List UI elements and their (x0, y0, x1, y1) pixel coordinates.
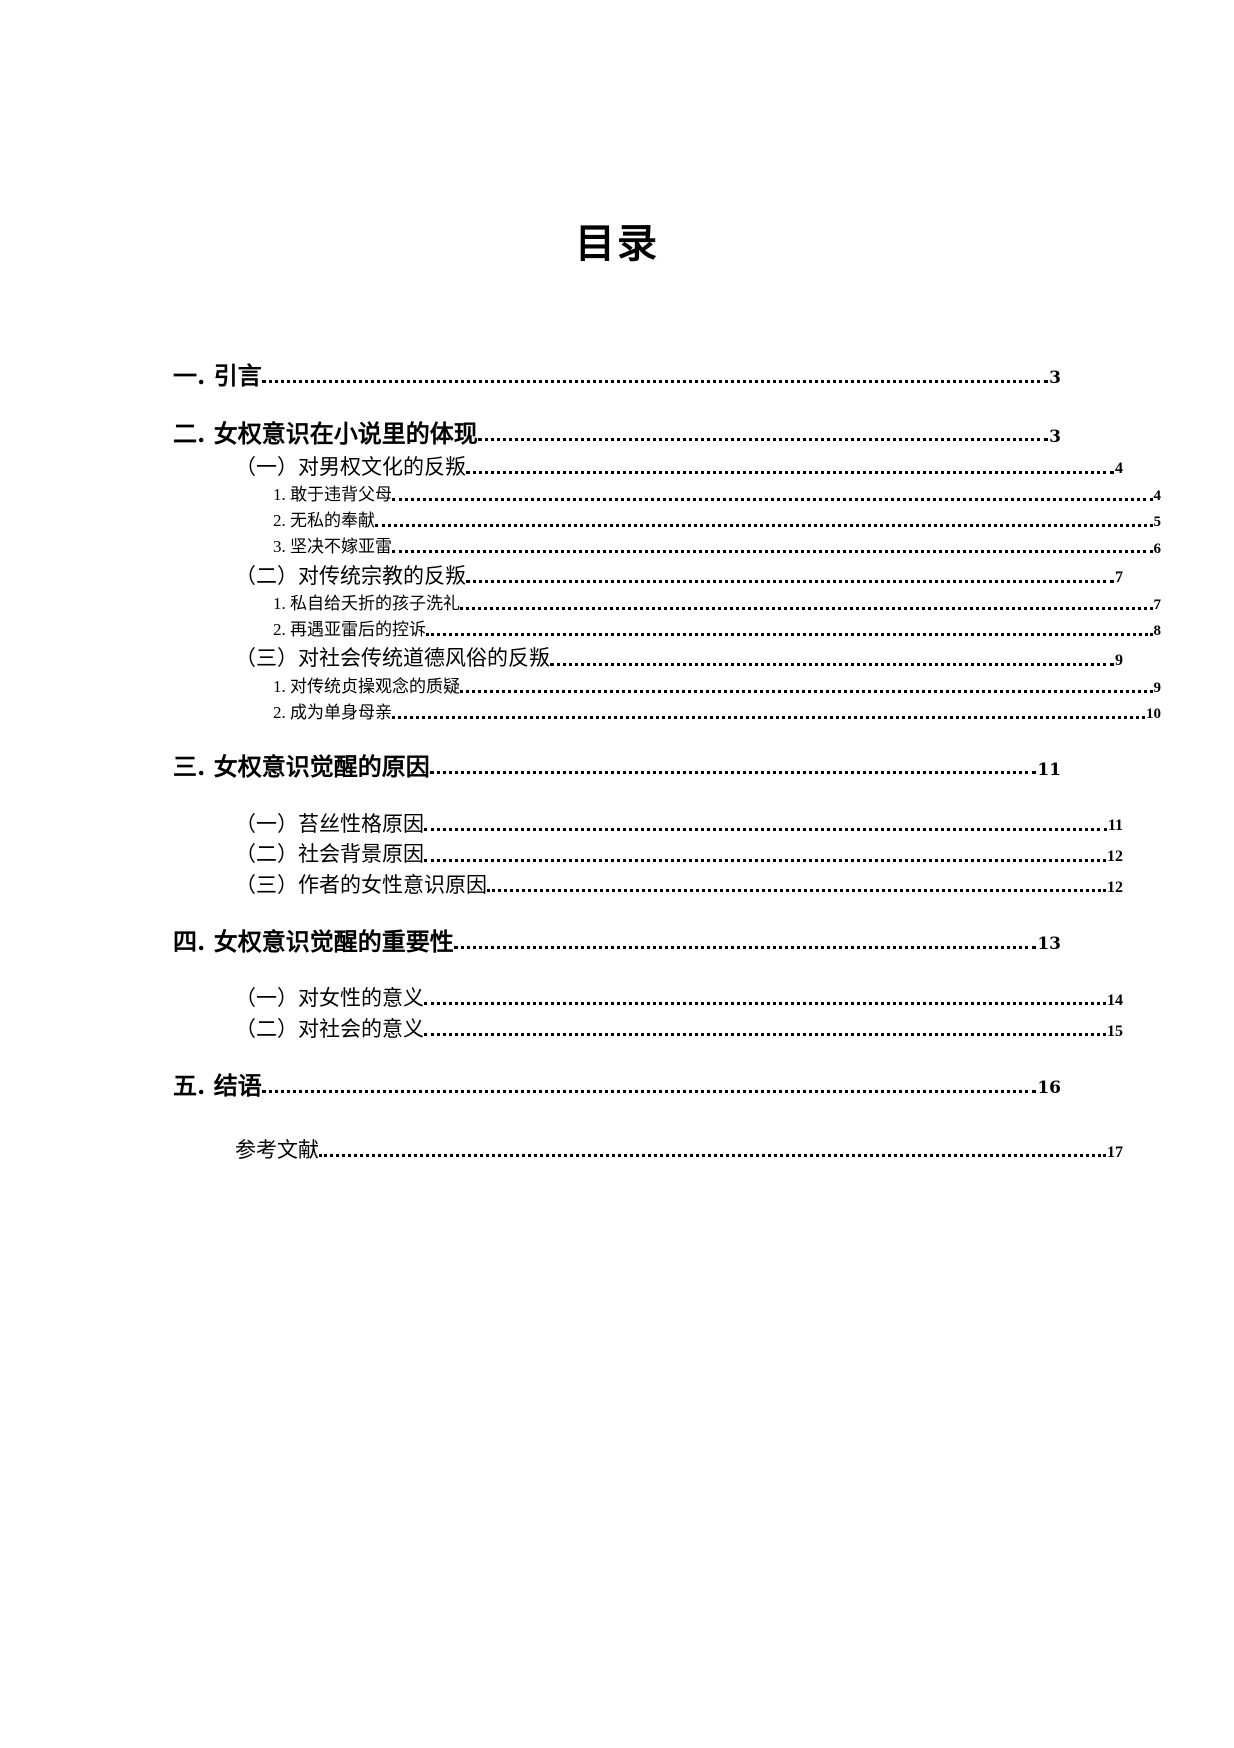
toc-entry-label: （二）对社会的意义 (235, 1016, 424, 1041)
toc-entry-label: 四. 女权意识觉醒的重要性 (173, 926, 454, 956)
toc-entry[interactable]: 二. 女权意识在小说里的体现 3 (173, 419, 1061, 449)
toc-leader-dots (392, 706, 1145, 723)
toc-leader-dots (424, 846, 1106, 867)
toc-entry-label: 1. 私自给夭折的孩子洗礼 (273, 594, 460, 614)
toc-leader-dots (392, 541, 1153, 558)
toc-entry[interactable]: 2. 再遇亚雷后的控诉 8 (173, 620, 1161, 640)
toc-entry[interactable]: 1. 私自给夭折的孩子洗礼 7 (173, 594, 1161, 614)
toc-entry-label: 三. 女权意识觉醒的原因 (173, 752, 430, 782)
toc-leader-dots (453, 932, 1037, 956)
toc-entry-page-number: 5 (1153, 514, 1162, 531)
toc-entry-page-number: 15 (1107, 1022, 1123, 1040)
toc-entry-page-number: 12 (1107, 848, 1123, 866)
toc-entry[interactable]: 3. 坚决不嫁亚雷 6 (173, 537, 1161, 557)
toc-entry-label: （二）社会背景原因 (235, 842, 424, 867)
toc-entry-label: （二）对传统宗教的反叛 (235, 563, 466, 588)
toc-entry-label: （三）作者的女性意识原因 (235, 873, 487, 898)
toc-leader-dots (424, 990, 1106, 1011)
toc-entry[interactable]: 2. 成为单身母亲 10 (173, 703, 1161, 723)
toc-leader-dots (261, 366, 1049, 390)
toc-leader-dots (319, 1142, 1106, 1163)
toc-entry[interactable]: 一. 引言 3 (173, 361, 1061, 390)
toc-entry-page-number: 3 (1049, 426, 1061, 447)
toc-leader-dots (424, 815, 1107, 836)
toc-entry-page-number: 4 (1153, 488, 1162, 505)
toc-entry-label: 2. 再遇亚雷后的控诉 (273, 620, 426, 640)
toc-leader-dots (424, 1021, 1106, 1042)
toc-entry-page-number: 11 (1107, 817, 1123, 835)
toc-entry-page-number: 16 (1037, 1078, 1061, 1099)
toc-entry[interactable]: 五. 结语 16 (173, 1070, 1061, 1100)
toc-leader-dots (550, 650, 1114, 671)
toc-leader-dots (460, 597, 1153, 614)
toc-leader-dots (477, 425, 1049, 449)
toc-entry[interactable]: （三）对社会传统道德风俗的反叛 9 (173, 646, 1123, 671)
toc-entry-label: 1. 敢于违背父母 (273, 485, 392, 505)
toc-entry-page-number: 4 (1115, 460, 1123, 478)
toc-leader-dots (392, 488, 1153, 505)
toc-entry-page-number: 13 (1037, 934, 1061, 955)
toc-entry[interactable]: 参考文献 17 (173, 1138, 1123, 1163)
toc-leader-dots (429, 758, 1037, 782)
toc-entry-label: （一）苔丝性格原因 (235, 811, 424, 836)
toc-entry[interactable]: （一）苔丝性格原因 11 (173, 812, 1123, 837)
toc-entry[interactable]: （二）社会背景原因 12 (173, 842, 1123, 867)
toc-entry-label: 二. 女权意识在小说里的体现 (173, 419, 478, 449)
toc-leader-dots (426, 623, 1153, 640)
toc-entry-page-number: 6 (1153, 540, 1162, 557)
toc-entry-page-number: 8 (1153, 623, 1162, 640)
toc-entry[interactable]: 1. 敢于违背父母 4 (173, 485, 1161, 505)
toc-leader-dots (466, 567, 1114, 588)
page-title: 目录 (575, 220, 659, 267)
toc-entry-label: 2. 无私的奉献 (273, 511, 375, 531)
toc-entry[interactable]: （一）对女性的意义 14 (173, 986, 1123, 1011)
toc-entry-label: 参考文献 (235, 1138, 319, 1163)
toc-leader-dots (466, 458, 1114, 479)
toc-entry[interactable]: 三. 女权意识觉醒的原因 11 (173, 752, 1061, 782)
toc-entry[interactable]: 四. 女权意识觉醒的重要性 13 (173, 926, 1061, 956)
toc-leader-dots (375, 514, 1153, 531)
toc-entry-label: （一）对女性的意义 (235, 986, 424, 1011)
toc-entry-page-number: 12 (1107, 878, 1123, 896)
toc-entry-page-number: 17 (1107, 1143, 1123, 1161)
toc-entry[interactable]: （二）对传统宗教的反叛 7 (173, 564, 1123, 589)
toc-entry-page-number: 7 (1115, 569, 1123, 587)
toc-entry-label: 2. 成为单身母亲 (273, 703, 392, 723)
toc-entry-label: （一）对男权文化的反叛 (235, 454, 466, 479)
toc-leader-dots (261, 1076, 1037, 1100)
toc-entry-page-number: 10 (1146, 706, 1161, 723)
toc-entry-label: 1. 对传统贞操观念的质疑 (273, 677, 460, 697)
toc-entry-page-number: 3 (1049, 368, 1061, 389)
toc-entry-label: （三）对社会传统道德风俗的反叛 (235, 646, 550, 671)
toc-entry[interactable]: 2. 无私的奉献 5 (173, 511, 1161, 531)
toc-entry-page-number: 11 (1037, 759, 1061, 780)
toc-leader-dots (487, 877, 1106, 898)
toc-entry-label: 一. 引言 (173, 361, 262, 390)
toc-leader-dots (460, 680, 1153, 697)
toc-entry[interactable]: （三）作者的女性意识原因 12 (173, 873, 1123, 898)
toc-entry[interactable]: （一）对男权文化的反叛 4 (173, 455, 1123, 480)
toc-entry[interactable]: 1. 对传统贞操观念的质疑 9 (173, 677, 1161, 697)
toc-entry-label: 五. 结语 (173, 1070, 262, 1100)
toc-entry-page-number: 14 (1107, 991, 1123, 1009)
toc-entry-page-number: 9 (1153, 680, 1162, 697)
toc-entry-page-number: 9 (1115, 652, 1123, 670)
toc-entry[interactable]: （二）对社会的意义 15 (173, 1017, 1123, 1042)
toc-entry-label: 3. 坚决不嫁亚雷 (273, 537, 392, 557)
toc-entry-page-number: 7 (1153, 597, 1162, 614)
